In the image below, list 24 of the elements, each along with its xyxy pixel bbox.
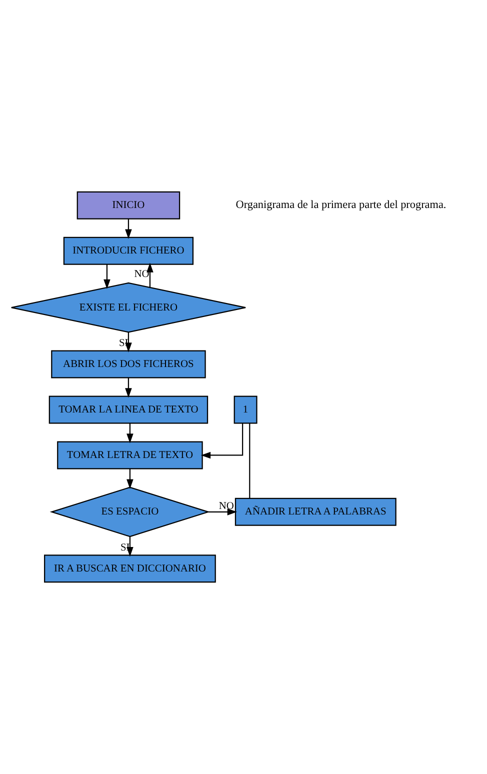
label: Organigrama de la primera parte del programa. — [236, 199, 446, 212]
node-box: TOMAR LA LINEA DE TEXTO — [48, 396, 208, 424]
node-box: AÑADIR LETRA A PALABRAS — [234, 498, 396, 526]
node-box: ABRIR LOS DOS FICHEROS — [51, 350, 206, 378]
arrow — [126, 536, 134, 557]
node-box: INTRODUCIR FICHERO — [63, 236, 194, 265]
node-box: TOMAR LETRA DE TEXTO — [57, 441, 203, 470]
node-box: INICIO — [76, 191, 180, 220]
arrow — [125, 219, 132, 239]
arrow — [200, 423, 244, 459]
node-diamond: ES ESPACIO — [50, 486, 210, 538]
edge-label: NO — [134, 268, 150, 280]
edge-label: NO — [218, 501, 234, 512]
node-box: IR A BUSCAR EN DICCIONARIO — [44, 554, 216, 583]
arrow — [146, 262, 154, 288]
arrow — [126, 423, 134, 444]
arrow — [125, 378, 132, 398]
arrow — [208, 508, 238, 516]
node-box: 1 — [234, 396, 258, 424]
connector — [249, 423, 250, 498]
node-diamond: EXISTE EL FICHERO — [10, 282, 246, 333]
arrow — [104, 264, 110, 290]
arrow — [125, 332, 132, 352]
arrow — [126, 468, 134, 489]
